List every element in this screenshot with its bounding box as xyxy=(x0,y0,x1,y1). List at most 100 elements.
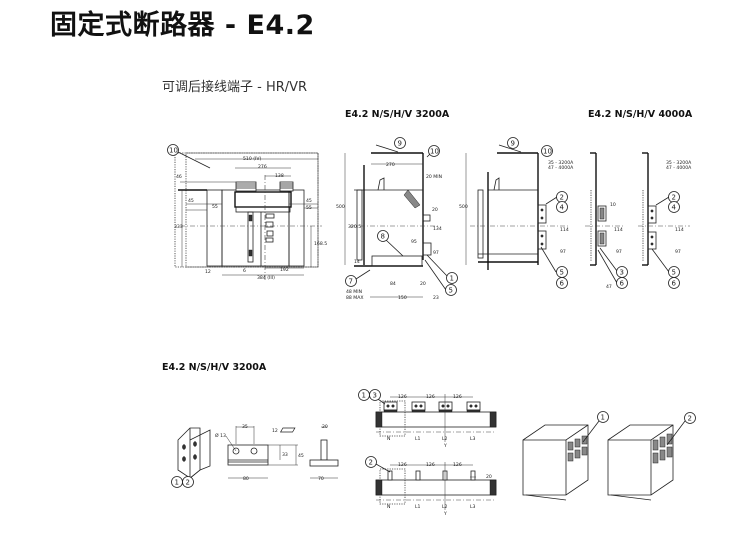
spacing-label: 126 xyxy=(426,394,435,400)
page-title: 固定式断路器 - E4.2 xyxy=(50,10,315,41)
dim-label: 80 xyxy=(243,476,249,482)
pole-label: L1 xyxy=(415,436,421,442)
dim-label: 46 xyxy=(176,174,182,180)
spacing-label: 126 xyxy=(453,462,462,468)
bracket-hole xyxy=(182,444,186,450)
figure-label-side-3200: E4.2 N/S/H/V 3200A xyxy=(345,109,450,120)
terminal-bolt xyxy=(540,234,544,238)
breaker-side-left xyxy=(206,189,223,267)
callout-circle xyxy=(345,275,357,287)
callout-leader xyxy=(375,144,399,153)
callout-number: 4 xyxy=(672,204,677,212)
t-profile-stem xyxy=(320,439,328,461)
iso-terminal xyxy=(567,452,574,462)
handle-bar xyxy=(477,189,484,259)
terminal-block xyxy=(411,401,426,411)
callout-number: 3 xyxy=(373,392,377,400)
handle-bar xyxy=(356,189,363,261)
callout-number: 6 xyxy=(672,280,677,288)
callout-leader xyxy=(375,463,391,473)
bracket-iso xyxy=(177,427,201,479)
terminal-plate xyxy=(599,207,605,220)
neutral-pole-outline xyxy=(379,400,406,437)
base-block xyxy=(371,255,423,267)
dim-label: 500 xyxy=(336,204,345,210)
callout-number: 10 xyxy=(430,148,439,156)
dim-label: 10 xyxy=(610,202,616,208)
terminal-plate xyxy=(599,232,605,245)
dim-label: 20 xyxy=(486,474,492,480)
pole-label: L1 xyxy=(415,504,421,510)
dim-label: 20 MIN xyxy=(426,174,442,180)
callout-number: 2 xyxy=(560,194,564,202)
terminal-stud xyxy=(415,470,421,481)
terminal-bolt xyxy=(391,404,395,408)
dim-label: 97 xyxy=(560,249,566,255)
dim-label: 168.5 xyxy=(314,241,327,247)
top-terminal xyxy=(403,189,421,209)
front-view: 510 (IV) 276 138 46 45 55 45 55 333 168.… xyxy=(167,144,327,281)
callout-circle xyxy=(446,272,458,284)
callout-circle xyxy=(507,137,519,149)
dim-label: 97 xyxy=(616,249,622,255)
dim-label: 20 xyxy=(322,424,328,430)
dim-leader xyxy=(225,435,237,452)
dim-label: 384 (III) xyxy=(257,275,275,281)
figure-label-side-4000: E4.2 N/S/H/V 4000A xyxy=(588,109,693,120)
busbar-body xyxy=(375,411,497,428)
dim-label: 12 xyxy=(272,428,278,434)
terminal-bolt xyxy=(441,404,445,408)
callout-number: 2 xyxy=(186,479,190,487)
axis-label: Y xyxy=(443,443,447,449)
terminal-bolt xyxy=(540,208,544,212)
dim-label: 500 xyxy=(459,204,468,210)
callout-leader xyxy=(666,420,686,446)
terminal-stud xyxy=(470,470,476,481)
busbar-end-left xyxy=(375,411,383,428)
pole-label: L3 xyxy=(470,436,476,442)
dim-label: 192 xyxy=(280,267,289,273)
breaker-side-right xyxy=(288,189,305,267)
iso-base xyxy=(610,494,652,501)
dim-label: 12 xyxy=(205,269,211,275)
side-view-3200-hr: 270 20 MIN 500 320.5 20 134 95 97 14 84 … xyxy=(336,137,458,301)
dim-label: 35 xyxy=(242,424,248,430)
dim-label: 150 xyxy=(398,295,407,301)
dim-label: 97 xyxy=(675,249,681,255)
plate-hole xyxy=(232,447,240,455)
callout-number: 10 xyxy=(543,148,552,156)
terminal-bolt xyxy=(414,404,418,408)
callout-number: 2 xyxy=(688,415,692,423)
dim-label: 20 xyxy=(432,207,438,213)
callout-number: 6 xyxy=(620,280,625,288)
terminal-block xyxy=(466,401,481,411)
dim-label: 55 xyxy=(306,205,312,211)
neutral-pole-outline xyxy=(379,468,406,505)
axis-label: Y xyxy=(443,511,447,517)
callout-leader xyxy=(355,269,371,280)
callout-leader xyxy=(540,246,557,273)
callout-number: 8 xyxy=(381,233,385,241)
iso-view-1: 1 xyxy=(279,411,609,501)
callout-circle xyxy=(556,201,568,213)
bracket-hole xyxy=(193,454,197,460)
terminal-base xyxy=(438,409,453,413)
callout-circle xyxy=(394,137,406,149)
terminal-bolt xyxy=(419,404,423,408)
iso-terminal-grid xyxy=(652,433,673,464)
dim-label: 35 - 3200A xyxy=(666,160,692,166)
callout-circle xyxy=(616,277,628,289)
indicator-3 xyxy=(266,230,274,237)
lever xyxy=(493,177,500,191)
terminal-base xyxy=(383,409,398,413)
dim-label: 14 xyxy=(354,259,360,265)
callout-circle xyxy=(668,277,680,289)
callout-leader xyxy=(385,239,404,257)
terminal-vents xyxy=(235,181,294,192)
callout-leader xyxy=(655,196,670,206)
dim-label: 48 MIN xyxy=(346,289,362,295)
callout-circle xyxy=(377,230,389,242)
bracket-hole xyxy=(193,441,197,447)
callout-circle xyxy=(167,144,179,156)
dim-label: 134 xyxy=(433,226,442,232)
